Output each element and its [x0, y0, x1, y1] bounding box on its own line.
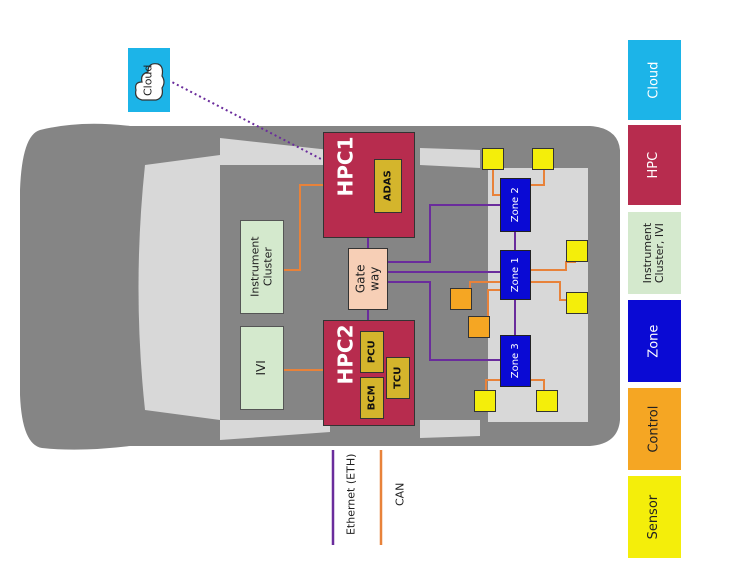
hpc1-box: HPC1 ADAS: [323, 132, 415, 238]
bcm-label: BCM: [366, 385, 378, 411]
cloud-icon: [135, 63, 165, 101]
sensor-node: [566, 240, 588, 262]
sensor-node: [536, 390, 558, 412]
legend-control: Control: [628, 388, 681, 470]
legend-instrument-ivi: Instrument Cluster, IVI: [628, 212, 681, 294]
legend-instrument-ivi-label: Instrument Cluster, IVI: [641, 222, 667, 284]
control-node: [468, 316, 490, 338]
legend-zone: Zone: [628, 300, 681, 382]
instrument-cluster-box: Instrument Cluster: [240, 220, 284, 314]
sensor-node: [482, 148, 504, 170]
zone-2-label: Zone 2: [509, 187, 521, 223]
zone-3-box: Zone 3: [500, 335, 531, 387]
legend-control-label: Control: [646, 405, 662, 453]
hpc1-label: HPC1: [333, 136, 358, 197]
hpc2-box: HPC2 PCU BCM TCU: [323, 320, 415, 426]
car-side-window-bottom: [220, 420, 330, 440]
zone-2-box: Zone 2: [500, 178, 531, 232]
pcu-module: PCU: [360, 331, 384, 373]
legend-cloud-label: Cloud: [646, 61, 662, 99]
zone-1-box: Zone 1: [500, 250, 531, 300]
control-node: [450, 288, 472, 310]
gateway-label: Gate way: [353, 264, 381, 294]
legend-sensor-label: Sensor: [646, 494, 662, 540]
car-rear-window-bottom: [420, 420, 480, 438]
legend-sensor: Sensor: [628, 476, 681, 558]
sensor-node: [566, 292, 588, 314]
tcu-label: TCU: [392, 366, 404, 390]
legend-hpc: HPC: [628, 125, 681, 205]
zone-1-label: Zone 1: [509, 257, 521, 293]
cloud-label: Cloud: [141, 64, 155, 96]
pcu-label: PCU: [366, 340, 378, 364]
sensor-node: [532, 148, 554, 170]
legend-cloud: Cloud: [628, 40, 681, 120]
cloud-link-line: [167, 79, 324, 161]
zone-3-label: Zone 3: [509, 343, 521, 379]
ethernet-lines: [367, 204, 516, 361]
hpc2-label: HPC2: [333, 324, 358, 385]
car-rear-window-top: [420, 148, 480, 168]
cloud-box: Cloud: [128, 48, 170, 112]
tcu-module: TCU: [386, 357, 410, 399]
ivi-label: IVI: [254, 360, 269, 376]
legend-zone-label: Zone: [646, 324, 662, 358]
legend-hpc-label: HPC: [646, 151, 662, 179]
bcm-module: BCM: [360, 377, 384, 419]
car-windshield: [138, 155, 220, 420]
gateway-box: Gate way: [348, 248, 388, 310]
can-legend-label: CAN: [393, 482, 407, 507]
adas-label: ADAS: [382, 170, 394, 202]
car-side-window-top: [220, 138, 330, 165]
instrument-cluster-label: Instrument Cluster: [248, 236, 274, 298]
ivi-box: IVI: [240, 326, 284, 410]
ethernet-legend-label: Ethernet (ETH): [344, 453, 358, 536]
adas-module: ADAS: [374, 159, 402, 213]
sensor-node: [474, 390, 496, 412]
